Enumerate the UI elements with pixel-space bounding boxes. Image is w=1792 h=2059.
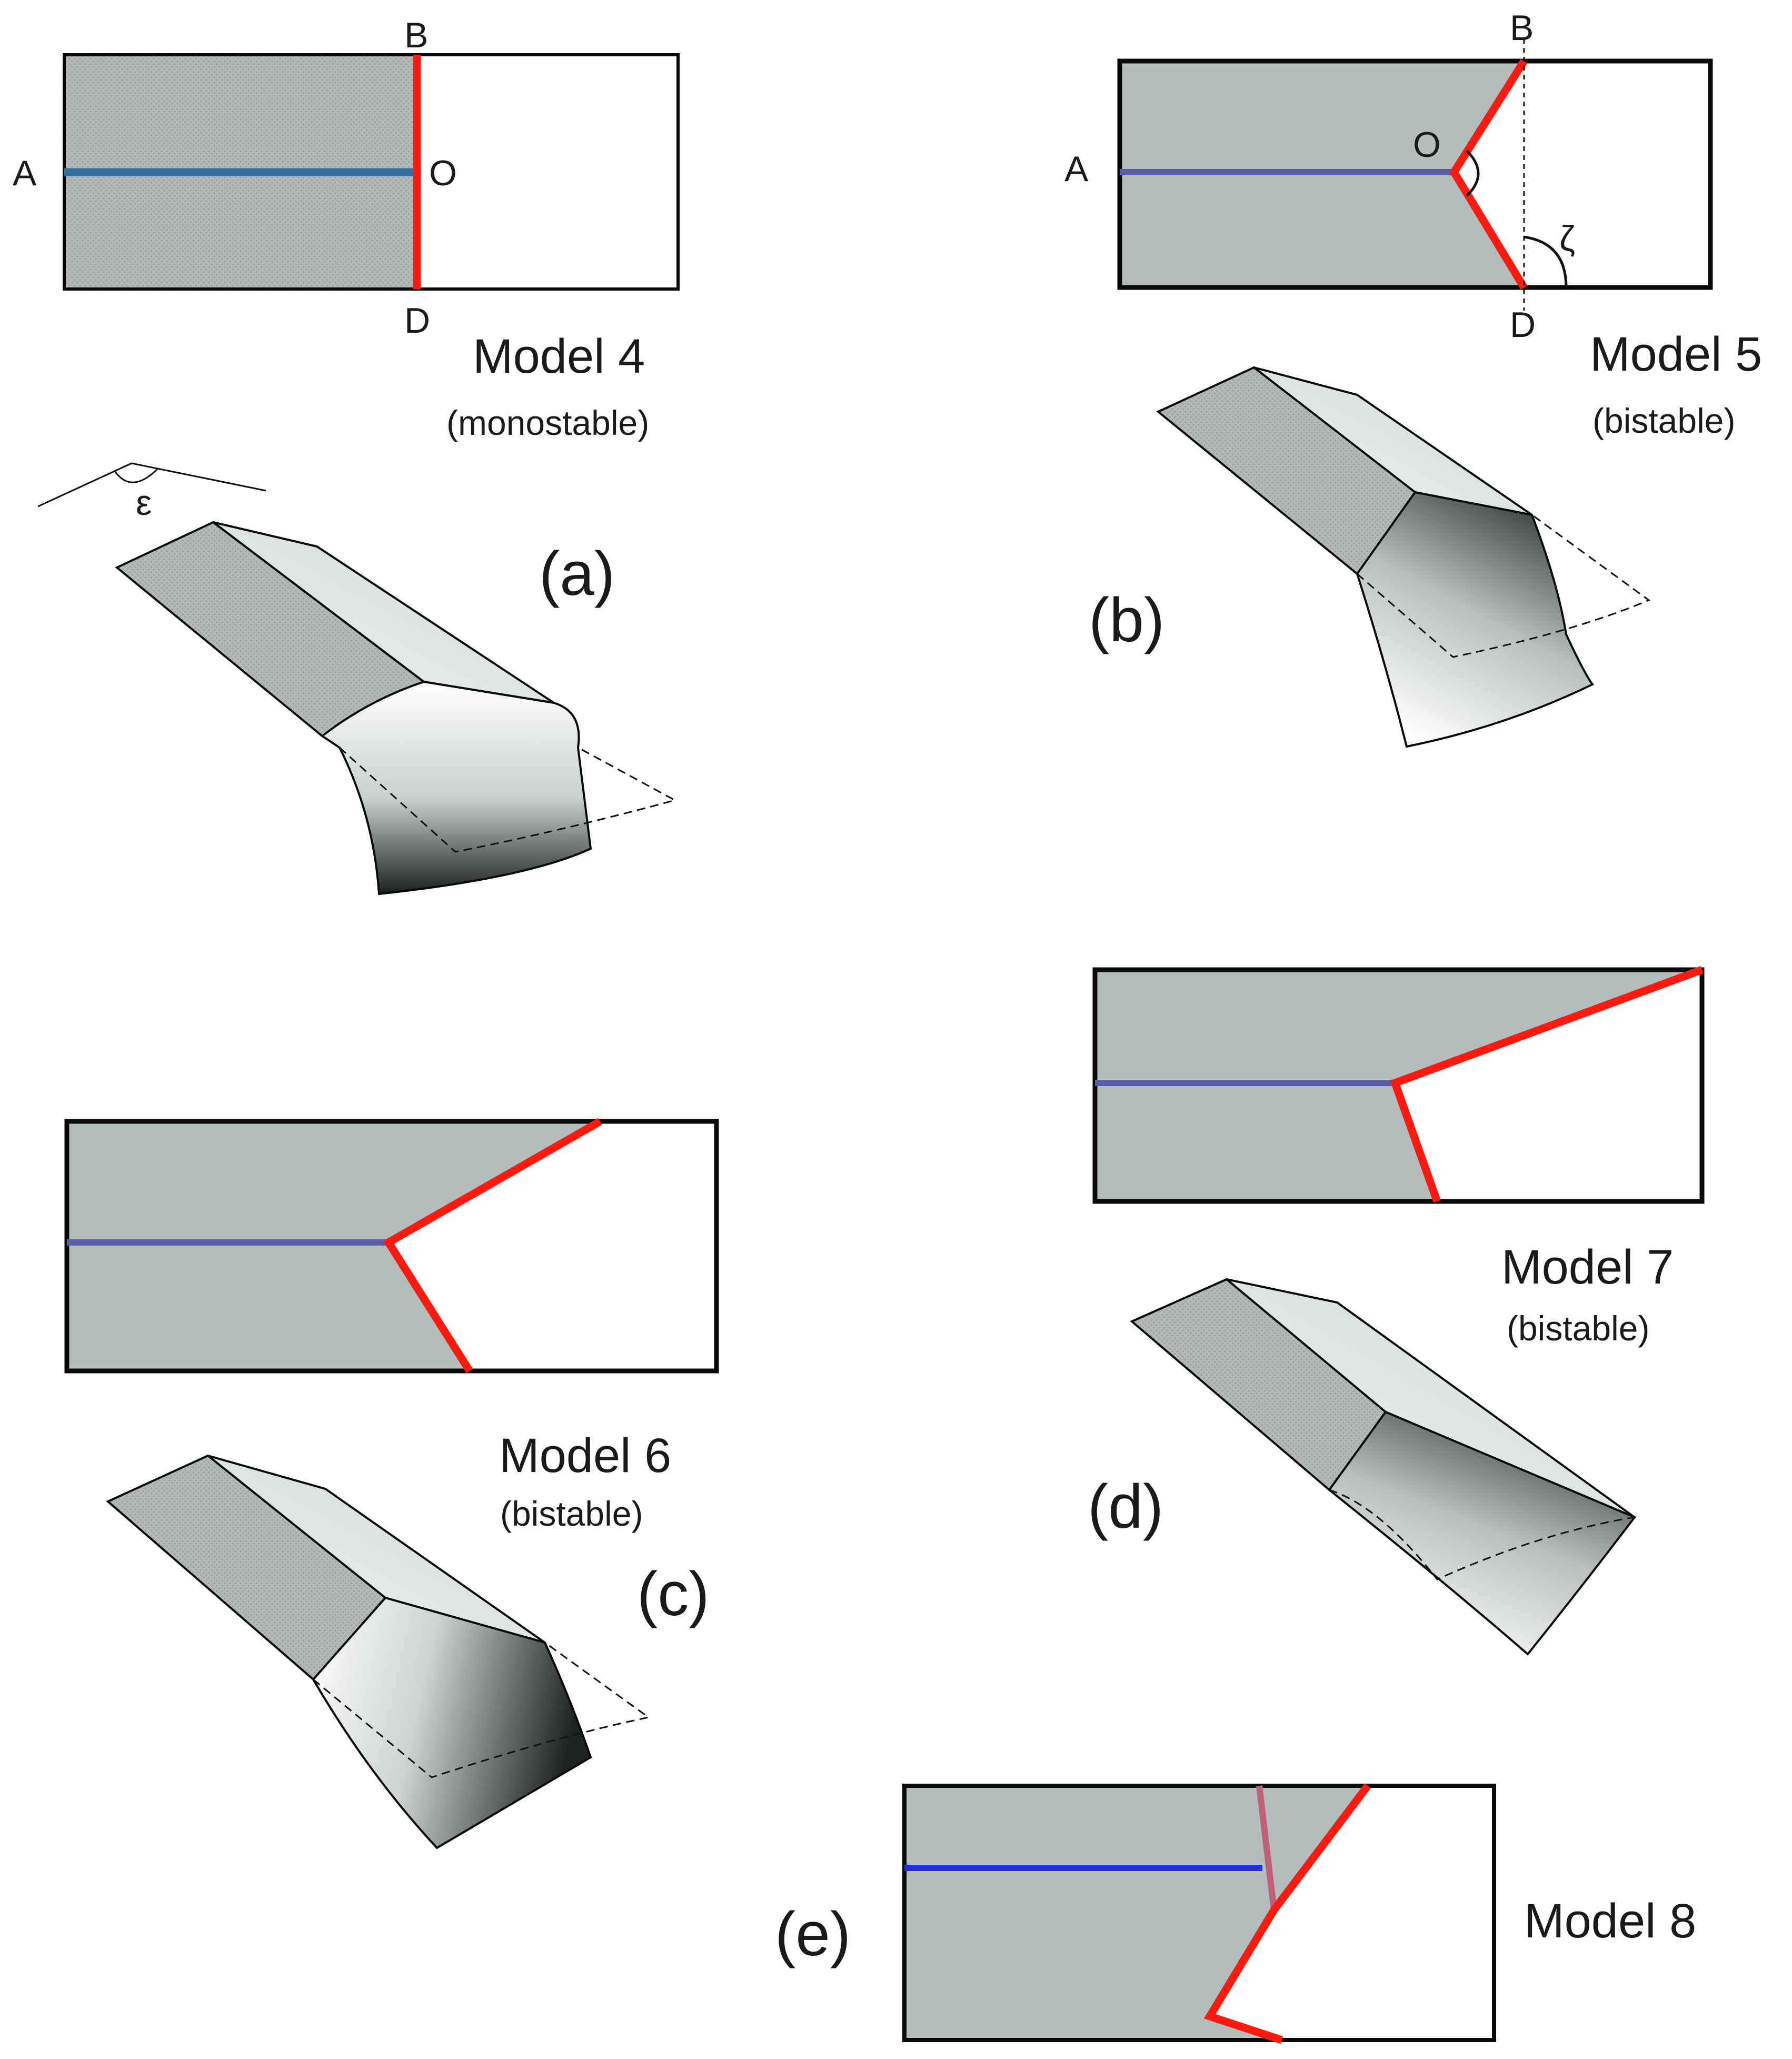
model-5-fold-BOD (1449, 59, 1528, 290)
model-5-angle-zeta-arc (1524, 235, 1568, 288)
model-5-angle-O-arc (1466, 150, 1480, 197)
zeta-symbol: ζ (1559, 218, 1575, 258)
model-5-flat-pattern: A B O D ζ Model 5 (bistable) (1064, 8, 1762, 440)
model-6-fold (383, 1118, 602, 1374)
epsilon-angle-arm-right (131, 462, 266, 492)
model-4-point-A: A (13, 153, 37, 193)
panel-label-a: (a) (539, 539, 615, 609)
epsilon-symbol: ε (136, 483, 152, 523)
epsilon-angle-arm-left (37, 462, 132, 508)
model-7-bent-flap (1328, 1410, 1637, 1656)
model-6-outline (64, 1119, 719, 1374)
model-4-flat-pattern: A B O D Model 4 (monostable) (13, 15, 680, 442)
model-4-title: Model 4 (473, 330, 645, 383)
model-4-flat-position-dashed (339, 747, 678, 853)
panel-label-b: (b) (1089, 585, 1164, 655)
model-8-shaded-region (904, 1786, 1368, 2040)
model-7-kind: (bistable) (1507, 1309, 1649, 1348)
model-5-kind: (bistable) (1592, 401, 1735, 440)
model-4-folded-view: ε (a) (37, 462, 678, 896)
model-5-point-A: A (1064, 149, 1089, 189)
model-6-flat-position-dashed (313, 1642, 651, 1778)
model-7-flat-pattern: Model 7 (bistable) (1092, 966, 1705, 1348)
model-6-folded-view: (c) (106, 1454, 710, 1849)
model-5-flat-position-dashed (1357, 514, 1651, 658)
panel-label-e: (e) (775, 1899, 851, 1969)
model-4-bent-flap (320, 680, 592, 896)
model-4-point-B: B (404, 15, 428, 55)
panel-label-d: (d) (1088, 1472, 1163, 1541)
model-5-point-O: O (1413, 125, 1441, 165)
model-6-title: Model 6 (499, 1429, 671, 1483)
model-7-title: Model 7 (1501, 1240, 1674, 1294)
model-4-kind: (monostable) (446, 403, 649, 442)
model-8-title: Model 8 (1524, 1894, 1696, 1948)
model-8-crease-pink (1256, 1785, 1277, 1911)
model-4-point-O: O (429, 153, 457, 193)
model-6-kind: (bistable) (500, 1494, 643, 1533)
model-6-shaded-region (67, 1121, 600, 1371)
model-5-point-B: B (1510, 8, 1534, 48)
model-6-flat-pattern: Model 6 (bistable) (64, 1118, 719, 1533)
epsilon-angle-arc (114, 467, 159, 483)
model-7-flat-position-dashed (1329, 1489, 1635, 1580)
model-8-fold (1203, 1783, 1371, 2044)
model-4-point-D: D (404, 301, 430, 341)
model-5-hatched-face (1156, 366, 1417, 575)
model-6-bent-flap (312, 1596, 592, 1849)
model-8-outline (902, 1784, 1496, 2042)
model-5-title: Model 5 (1590, 327, 1762, 381)
model-8-flat-pattern: (e) Model 8 (775, 1783, 1696, 2044)
model-7-fold (1390, 966, 1704, 1203)
panel-label-c: (c) (637, 1559, 710, 1629)
model-5-folded-view: (b) (1089, 366, 1651, 748)
model-5-point-D: D (1510, 305, 1536, 345)
model-5-bent-flap (1356, 491, 1595, 748)
model-7-shaded-region (1095, 970, 1699, 1201)
model-7-folded-view: (d) (1088, 1278, 1637, 1656)
